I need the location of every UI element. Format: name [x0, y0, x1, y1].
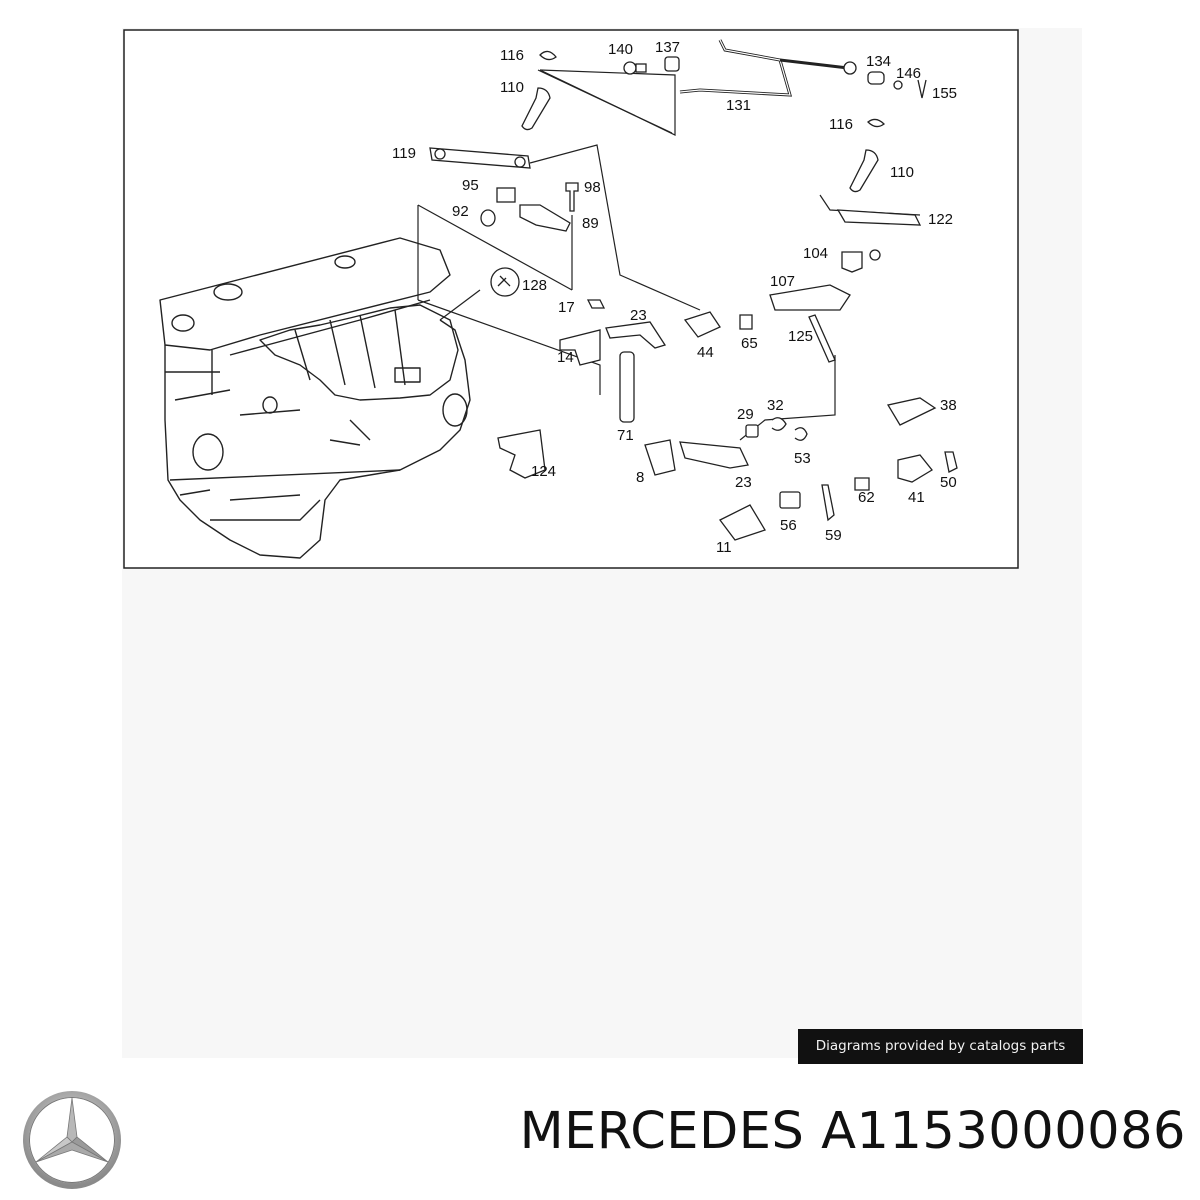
- callout-125: 125: [788, 328, 813, 345]
- callout-14: 14: [557, 349, 574, 366]
- callout-128: 128: [522, 277, 547, 294]
- callout-116-top: 116: [500, 47, 524, 64]
- callout-146: 146: [896, 65, 921, 82]
- callout-65: 65: [741, 335, 758, 352]
- callout-56: 56: [780, 517, 797, 534]
- callout-11: 11: [716, 539, 732, 556]
- mercedes-star-icon: [23, 1091, 121, 1189]
- callout-23-bottom: 23: [735, 474, 752, 491]
- callout-23-top: 23: [630, 307, 647, 324]
- callout-92: 92: [452, 203, 469, 220]
- callout-labels: 116 140 137 134 146 155 110 131 116 119 …: [392, 39, 957, 556]
- callout-107: 107: [770, 273, 795, 290]
- engine-illustration: [159, 237, 471, 559]
- callout-8: 8: [636, 469, 644, 486]
- callout-50: 50: [940, 474, 957, 491]
- callout-140: 140: [608, 41, 633, 58]
- callout-41: 41: [908, 489, 925, 506]
- part-title: MERCEDES A1153000086: [330, 1102, 1186, 1161]
- callout-89: 89: [582, 215, 599, 232]
- callout-32: 32: [767, 397, 784, 414]
- callout-17: 17: [558, 299, 575, 316]
- callout-53: 53: [794, 450, 811, 467]
- callout-119: 119: [392, 145, 416, 162]
- callout-155: 155: [932, 85, 957, 102]
- brand-row: MERCEDES A1153000086: [0, 1090, 1200, 1190]
- callout-124: 124: [531, 463, 556, 480]
- callout-29: 29: [737, 406, 754, 423]
- diagram-credit-banner: Diagrams provided by catalogs parts: [798, 1029, 1083, 1064]
- callout-98: 98: [584, 179, 601, 196]
- callout-110-right: 110: [890, 164, 914, 181]
- callout-44: 44: [697, 344, 714, 361]
- brand-name: MERCEDES: [519, 1102, 805, 1161]
- callout-122: 122: [928, 211, 953, 228]
- part-symbols: [429, 39, 958, 541]
- leader-lines: [417, 69, 921, 441]
- callout-71: 71: [617, 427, 634, 444]
- callout-59: 59: [825, 527, 842, 544]
- callout-131: 131: [726, 97, 751, 114]
- callout-38: 38: [940, 397, 957, 414]
- part-number: A1153000086: [821, 1102, 1186, 1161]
- callout-110-left: 110: [500, 79, 524, 96]
- callout-104: 104: [803, 245, 828, 262]
- callout-95: 95: [462, 177, 479, 194]
- callout-116-right: 116: [829, 116, 853, 133]
- callout-62: 62: [858, 489, 875, 506]
- callout-134: 134: [866, 53, 891, 70]
- callout-137: 137: [655, 39, 680, 56]
